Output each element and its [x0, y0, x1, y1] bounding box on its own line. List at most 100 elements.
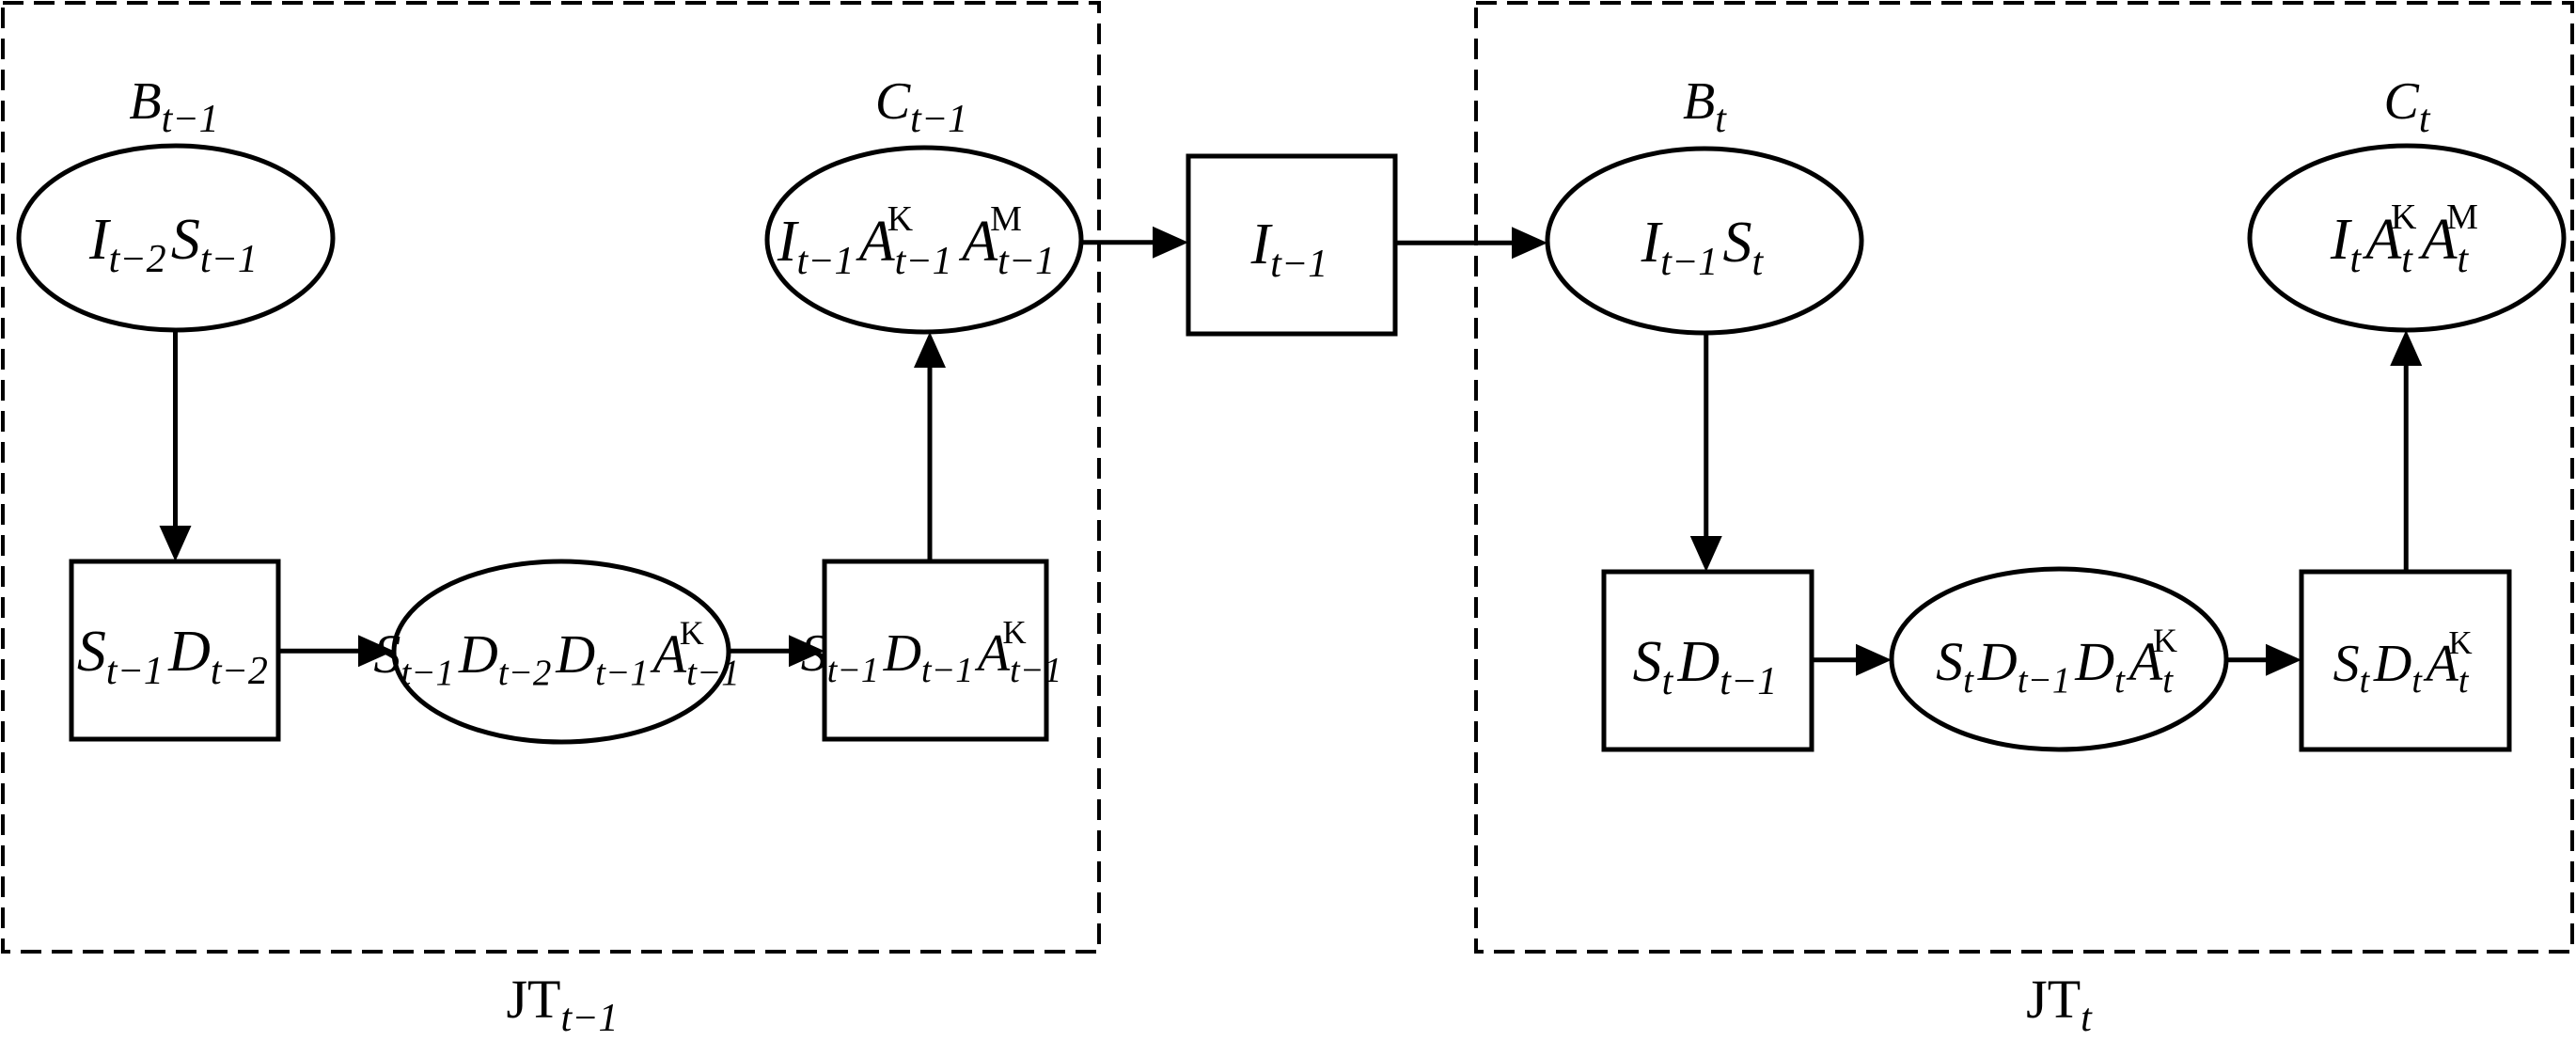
variable-subscript: t−2	[211, 650, 268, 693]
variable: I	[2330, 208, 2353, 272]
variable-subscript: t	[2360, 661, 2371, 701]
interface-separator-label: It−1	[1250, 213, 1333, 286]
separator-curr-1-shape	[1601, 569, 1814, 752]
arrowhead	[1689, 536, 1722, 572]
variable-subscript: t−1	[1270, 243, 1327, 286]
variable-subscript: t	[2458, 661, 2470, 701]
clique-c-prev-shape	[764, 145, 1084, 335]
clique-mid-curr-label: St Dt−1 Dt AtK	[1936, 622, 2182, 701]
spacer	[745, 623, 749, 685]
variable: D	[2074, 631, 2114, 692]
variable: S	[373, 623, 401, 685]
clique-b-prev-shape	[16, 143, 336, 333]
caption-jt-prev: JTt−1	[506, 969, 618, 1040]
arrowhead	[2390, 330, 2423, 366]
variable: D	[167, 620, 211, 684]
clique-b-prev-label: It−2 St−1	[88, 208, 262, 281]
variable-subscript: t−1	[921, 651, 973, 690]
variable-subscript: t	[2162, 660, 2174, 701]
separator-prev-2-label: St−1 Dt−1 At−1K	[801, 614, 1071, 690]
spacer	[268, 620, 273, 684]
variable-superscript: K	[680, 614, 704, 652]
variable-subscript: t	[2457, 238, 2469, 281]
variable-subscript: t−1	[106, 650, 164, 693]
clique-c-prev-label: It−1 At−1K At−1M	[777, 199, 1071, 283]
arrowhead	[789, 635, 825, 668]
variable-subscript: t−2	[498, 653, 552, 693]
variable: A	[2362, 208, 2402, 272]
variable: S	[171, 208, 200, 272]
separator-curr-2-shape	[2299, 569, 2512, 752]
variable: S	[801, 624, 827, 683]
clique-b-curr-shape	[1545, 146, 1864, 336]
spacer	[1066, 624, 1071, 683]
variable-subscript: t−1	[797, 240, 855, 283]
variable-subscript: t−1	[686, 653, 740, 693]
clique-b-curr: It−1 St	[1545, 146, 1864, 336]
variable-subscript: t−1	[895, 240, 952, 283]
variable: A	[2423, 635, 2459, 693]
caption-jt-curr: JTt	[2026, 969, 2093, 1040]
variable: S	[1723, 211, 1752, 275]
separator-curr-1: St Dt−1	[1601, 569, 1814, 752]
clique-mid-prev-shape	[391, 559, 731, 745]
variable-subscript: t−1	[200, 238, 258, 281]
clique-c-curr: It AtK AtM	[2247, 143, 2567, 333]
spacer	[1327, 213, 1332, 276]
arrowhead	[1153, 226, 1188, 259]
separator-curr-2-label: St Dt AtK	[2333, 624, 2477, 701]
variable-subscript: t−1	[1720, 660, 1777, 703]
arrowhead	[358, 635, 394, 668]
variable: A	[958, 210, 998, 274]
frame-jt-prev	[1, 1, 1101, 954]
separator-prev-2: St−1 Dt−1 At−1K	[801, 559, 1071, 742]
interface-separator: It−1	[1186, 153, 1398, 337]
separator-prev-2-shape	[822, 559, 1049, 742]
variable: D	[883, 624, 921, 683]
variable-subscript: t	[2350, 238, 2363, 281]
separator-prev-1-label: St−1 Dt−2	[77, 620, 273, 693]
variable: I	[1250, 213, 1274, 276]
variable: A	[2126, 631, 2163, 692]
variable-subscript: t	[1752, 241, 1765, 284]
variable-subscript: t	[2411, 661, 2423, 701]
arrowhead	[1856, 643, 1892, 676]
variable-subscript: t−1	[827, 651, 879, 690]
frame-jt-curr	[1474, 1, 2574, 954]
clique-mid-prev: St−1 Dt−2 Dt−1 At−1K	[373, 559, 749, 745]
variable: S	[77, 620, 106, 684]
variable-subscript: t−1	[595, 653, 649, 693]
variable-superscript: M	[990, 199, 1022, 239]
spacer	[1763, 211, 1767, 275]
clique-mid-curr: St Dt−1 Dt AtK	[1889, 566, 2229, 752]
variable-superscript: K	[2448, 624, 2472, 661]
interface-separator-shape	[1186, 153, 1398, 337]
clique-mid-curr-shape	[1889, 566, 2229, 752]
variable-superscript: M	[2446, 197, 2478, 237]
variable-subscript: t	[1662, 660, 1674, 703]
variable: D	[1977, 631, 2018, 692]
variable-superscript: K	[2391, 197, 2417, 237]
arrowhead	[1512, 227, 1547, 260]
separator-curr-1-label: St Dt−1	[1633, 630, 1783, 703]
arrowhead	[2266, 643, 2301, 676]
separator-prev-1: St−1 Dt−2	[69, 559, 281, 742]
variable-subscript: t−1	[1010, 651, 1061, 690]
variable: A	[2418, 208, 2458, 272]
variable: I	[777, 210, 800, 274]
separator-prev-1-shape	[69, 559, 281, 742]
spacer	[2473, 635, 2477, 693]
variable: S	[1633, 630, 1662, 694]
clique-b-prev: It−2 St−1	[16, 143, 336, 333]
caption-c-prev: Ct−1	[875, 72, 967, 141]
variable: A	[974, 624, 1011, 683]
variable: I	[88, 208, 112, 272]
variable-superscript: K	[2153, 622, 2177, 659]
clique-c-curr-shape	[2247, 143, 2567, 333]
spacer	[2177, 631, 2182, 692]
variable-subscript: t−1	[2018, 660, 2071, 701]
variable: D	[2373, 635, 2411, 693]
clique-c-prev: It−1 At−1K At−1M	[764, 145, 1084, 335]
variable-subscript: t−2	[109, 238, 166, 281]
